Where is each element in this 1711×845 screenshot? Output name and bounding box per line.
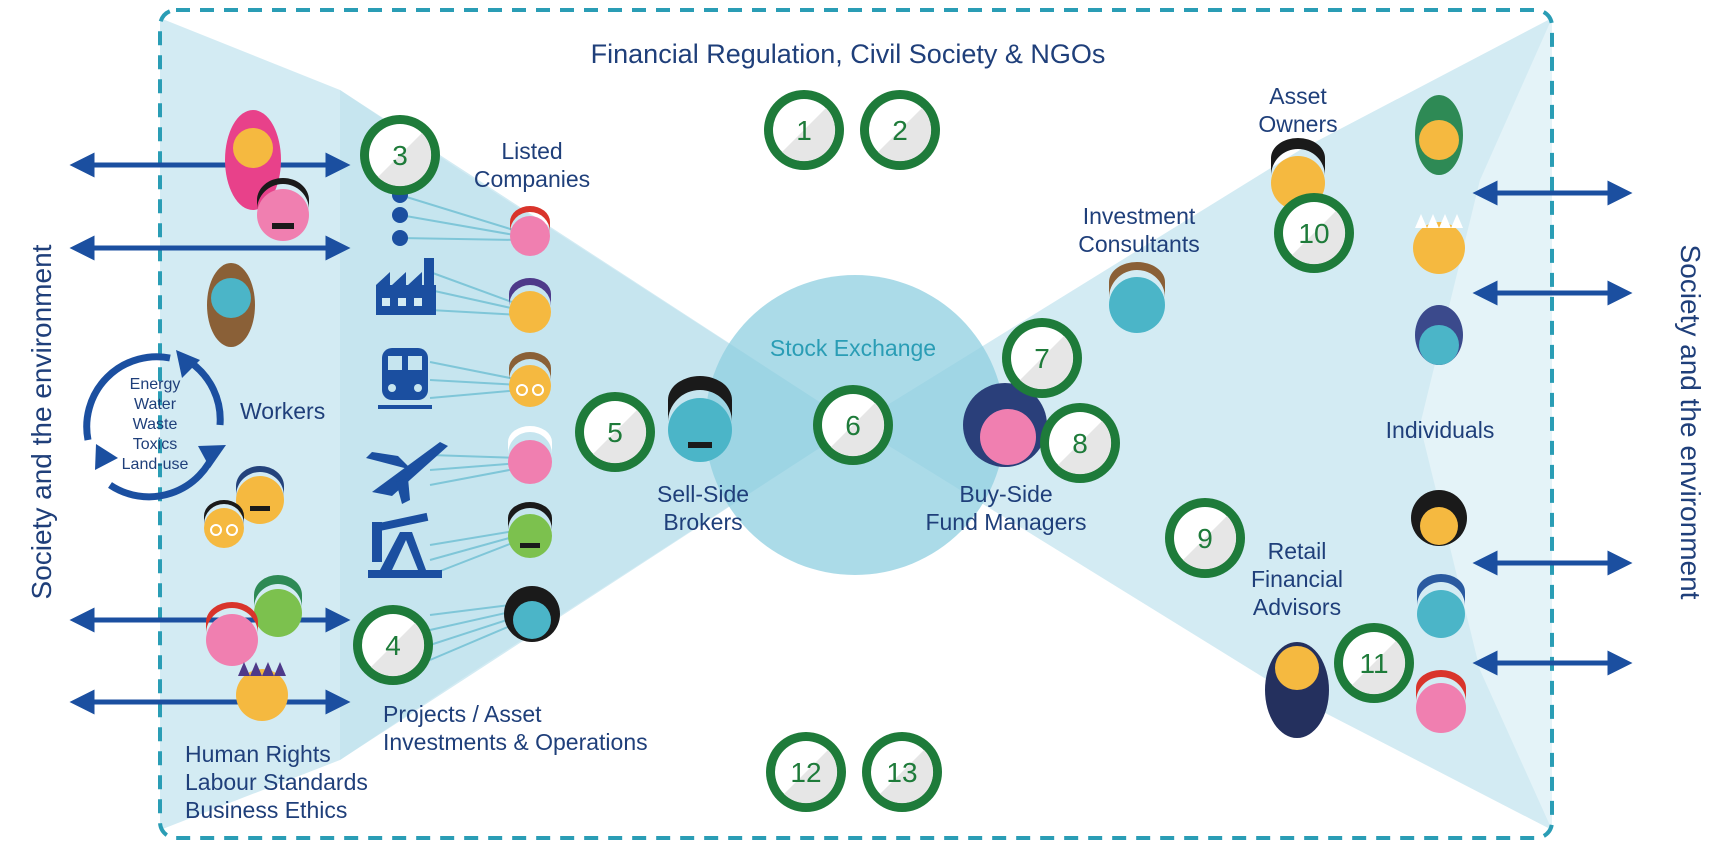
badge-number: 2 <box>892 115 908 146</box>
worker-glasses-kid <box>204 500 244 548</box>
stock-exchange-label: Stock Exchange <box>769 335 937 361</box>
individual-green <box>1415 95 1463 175</box>
worker-teal-woman <box>207 263 255 347</box>
investment-consultant <box>1109 262 1165 333</box>
worker-yellow-man <box>236 466 284 524</box>
badge-2: 2 <box>860 90 940 170</box>
header-title: Financial Regulation, Civil Society & NG… <box>590 39 1106 69</box>
side-label-left: Society and the environment <box>26 244 57 600</box>
badge-number: 4 <box>385 630 401 661</box>
badge-4: 4 <box>353 605 433 685</box>
badge-number: 3 <box>392 140 408 171</box>
badge-number: 6 <box>845 410 861 441</box>
oil-pump-icon <box>368 512 442 578</box>
more-dots-icon <box>392 187 408 246</box>
company-head-4 <box>508 426 552 484</box>
individuals-label: Individuals <box>1385 417 1495 443</box>
workers-label: Workers <box>240 398 326 424</box>
individual-pink <box>1416 670 1466 733</box>
company-head-1 <box>510 206 550 256</box>
badge-number: 11 <box>1359 648 1388 679</box>
badge-8: 8 <box>1040 403 1120 483</box>
factory-icon <box>376 258 436 315</box>
badge-number: 7 <box>1034 343 1050 374</box>
company-head-6 <box>504 586 560 642</box>
badge-1: 1 <box>764 90 844 170</box>
people <box>204 95 1467 738</box>
company-head-2 <box>509 278 551 333</box>
badge-number: 5 <box>607 417 623 448</box>
badge-9: 9 <box>1165 498 1245 578</box>
individual-black-hair <box>1411 490 1467 546</box>
side-label-right: Society and the environment <box>1675 244 1706 600</box>
badge-number: 9 <box>1197 523 1213 554</box>
worker-pink-man <box>257 178 309 241</box>
recycle-cycle-icon <box>83 350 226 501</box>
badge-13: 13 <box>862 732 942 812</box>
badge-number: 12 <box>790 757 821 788</box>
badge-5: 5 <box>575 392 655 472</box>
worker-yellow-spiky <box>236 662 288 721</box>
retail-advisor <box>1265 642 1329 738</box>
badge-3: 3 <box>360 115 440 195</box>
badge-10: 10 <box>1274 193 1354 273</box>
badge-11: 11 <box>1334 623 1414 703</box>
individual-navy <box>1415 305 1463 365</box>
buy-side-fund-manager <box>963 383 1047 467</box>
individual-teal <box>1417 574 1465 638</box>
badge-number: 8 <box>1072 428 1088 459</box>
badge-7: 7 <box>1002 318 1082 398</box>
badge-number: 1 <box>796 115 812 146</box>
airplane-icon <box>366 442 448 504</box>
badge-number: 13 <box>886 757 917 788</box>
train-icon <box>378 348 432 409</box>
individual-crown <box>1413 214 1465 274</box>
badge-6: 6 <box>813 385 893 465</box>
sell-side-broker <box>668 376 732 462</box>
worker-green-woman <box>254 575 302 637</box>
badge-12: 12 <box>766 732 846 812</box>
dashed-frame <box>158 8 1554 840</box>
company-head-3 <box>509 352 551 407</box>
worker-pink-red <box>206 602 258 666</box>
company-head-5 <box>508 502 552 558</box>
badge-number: 10 <box>1298 218 1329 249</box>
company-connectors <box>399 194 521 661</box>
